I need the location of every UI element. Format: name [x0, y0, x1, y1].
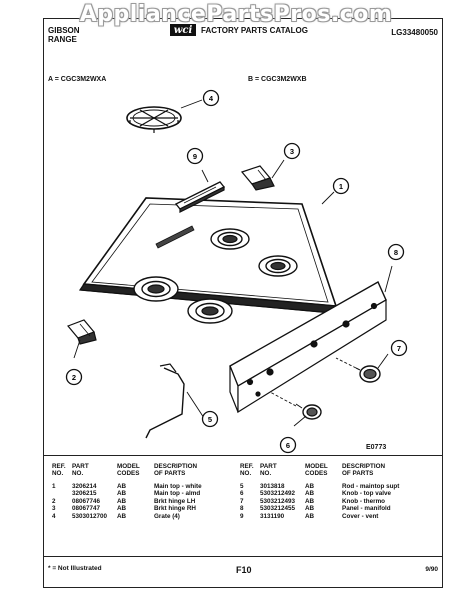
svg-text:9: 9 — [193, 152, 197, 161]
callout-7: 7 — [390, 339, 408, 357]
burner-rear-right — [258, 255, 298, 277]
svg-text:7: 7 — [397, 344, 401, 353]
model-a-label: A = CGC3M2WXA — [48, 76, 107, 83]
figure-code: E0773 — [366, 444, 387, 451]
vent-cover-part — [174, 181, 226, 213]
manifold-panel-part — [229, 281, 387, 414]
burner-rear-left — [210, 228, 250, 250]
brand-line-2: RANGE — [48, 35, 77, 44]
hinge-lh-part — [66, 319, 97, 345]
footer-rule — [44, 556, 442, 557]
svg-text:3: 3 — [290, 147, 294, 156]
burner-front-left — [133, 276, 179, 302]
callout-9: 9 — [186, 147, 204, 165]
page-number: F10 — [236, 565, 252, 575]
revision-date: 9/90 — [425, 566, 438, 573]
hinge-rh-part — [240, 165, 275, 191]
svg-text:1: 1 — [339, 182, 343, 191]
callout-1: 1 — [332, 177, 350, 195]
watermark-text: AppliancePartsPros.com — [79, 2, 393, 27]
callout-8: 8 — [387, 243, 405, 261]
callout-6: 6 — [279, 436, 297, 454]
main-top-part — [78, 197, 338, 324]
callout-5: 5 — [201, 410, 219, 428]
assembly-guide-lines — [269, 357, 357, 407]
brand-block: GIBSON RANGE — [48, 26, 80, 44]
not-illustrated-note: * = Not Illustrated — [48, 565, 102, 572]
svg-text:6: 6 — [286, 441, 290, 450]
wci-logo: wci — [170, 24, 196, 36]
grate-part — [126, 106, 182, 133]
svg-text:8: 8 — [394, 248, 398, 257]
support-rod-part — [145, 363, 185, 439]
top-valve-knob-part — [295, 403, 322, 420]
exploded-parts-diagram: 4 9 3 1 8 2 7 5 — [65, 89, 408, 454]
callout-3: 3 — [283, 142, 301, 160]
svg-text:5: 5 — [208, 415, 212, 424]
callout-4: 4 — [202, 89, 220, 107]
catalog-title-block: wci FACTORY PARTS CATALOG — [170, 24, 308, 36]
table-top-rule — [44, 455, 442, 456]
catalog-number: LG33480050 — [391, 28, 438, 37]
svg-text:2: 2 — [72, 373, 76, 382]
callout-2: 2 — [65, 368, 83, 386]
brand-line-1: GIBSON — [48, 26, 80, 35]
burner-front-right — [187, 298, 233, 324]
svg-text:4: 4 — [209, 94, 214, 103]
thermo-knob-part — [355, 365, 381, 383]
callout-leader-lines — [73, 99, 393, 427]
model-b-label: B = CGC3M2WXB — [248, 76, 307, 83]
catalog-title: FACTORY PARTS CATALOG — [201, 25, 308, 35]
